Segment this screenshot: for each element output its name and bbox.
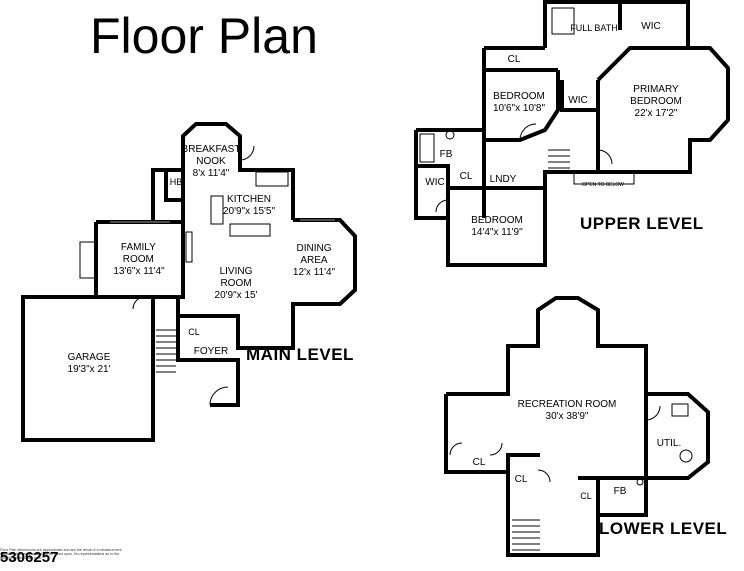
room-name: FB <box>439 149 453 160</box>
room-closet-small-lower: CL <box>580 490 592 502</box>
open-to-below-label: OPEN TO BELOW <box>582 179 624 191</box>
room-laundry: LNDY <box>490 174 517 186</box>
room-size: 22'x 17'2" <box>634 108 678 119</box>
room-closet-mid: CL <box>515 474 528 486</box>
room-size: 30'x 38'9" <box>545 411 589 422</box>
room-name: FAMILY ROOM <box>120 242 156 265</box>
lower-level-walls <box>444 296 710 557</box>
room-living-room: LIVING ROOM 20'9"x 15' <box>211 266 261 302</box>
room-wic-top: WIC <box>641 21 660 33</box>
room-closet-upper: CL <box>508 54 521 66</box>
room-wic-mid: WIC <box>568 95 587 107</box>
room-family-room: FAMILY ROOM 13'6"x 11'4" <box>113 242 164 278</box>
room-name: PRIMARY BEDROOM <box>630 84 682 107</box>
room-name: CL <box>514 474 528 485</box>
room-name: FB <box>613 486 627 497</box>
room-name: LNDY <box>489 174 517 185</box>
listing-id: 5306257 <box>0 549 59 566</box>
room-full-bath-left: FB <box>440 149 453 161</box>
room-name: CL <box>472 457 486 468</box>
room-name: DINING AREA <box>296 243 332 266</box>
room-utility: UTIL. <box>657 438 681 450</box>
room-wic-left: WIC <box>425 177 444 189</box>
room-full-bath: FULL BATH <box>570 22 618 34</box>
room-recreation-room: RECREATION ROOM 30'x 38'9" <box>518 399 617 423</box>
room-size: 14'4"x 11'9" <box>471 227 523 238</box>
room-closet-small: CL <box>460 171 473 183</box>
upper-level-label: UPPER LEVEL <box>580 214 704 233</box>
room-name: KITCHEN <box>227 194 271 205</box>
room-garage: GARAGE 19'3"x 21' <box>68 352 111 376</box>
room-size: 12'x 11'4" <box>292 267 336 278</box>
room-name: WIC <box>641 21 661 32</box>
lower-level-label: LOWER LEVEL <box>599 519 728 538</box>
room-name: CL <box>459 171 473 182</box>
room-name: WIC <box>425 177 445 188</box>
room-size: 19'3"x 21' <box>67 364 111 375</box>
room-size: 20'9"x 15'5" <box>222 206 276 217</box>
room-closet: CL <box>188 326 200 338</box>
main-level-walls <box>21 122 357 442</box>
room-size: 20'9"x 15' <box>214 290 258 301</box>
room-breakfast-nook: BREAKFAST NOOK 8'x 11'4" <box>181 144 241 180</box>
room-name: BEDROOM <box>471 215 523 226</box>
page-title: Floor Plan <box>90 8 318 64</box>
room-name: FULL BATH <box>570 23 618 33</box>
room-name: BREAKFAST NOOK <box>181 144 241 167</box>
room-bedroom-2: BEDROOM 14'4"x 11'9" <box>471 215 523 239</box>
room-name: LIVING ROOM <box>219 266 253 289</box>
room-bedroom-1: BEDROOM 10'6"x 10'8" <box>493 91 545 115</box>
room-name: WIC <box>568 95 588 106</box>
room-name: CL <box>580 491 592 501</box>
room-closet-left: CL <box>473 457 486 469</box>
room-primary-bedroom: PRIMARY BEDROOM 22'x 17'2" <box>626 84 686 120</box>
room-size: 10'6"x 10'8" <box>492 103 546 114</box>
room-name: CL <box>507 54 521 65</box>
room-size: 13'6"x 11'4" <box>113 266 165 277</box>
main-level-label: MAIN LEVEL <box>246 345 354 364</box>
room-name: CL <box>188 327 200 337</box>
room-name: RECREATION ROOM <box>517 399 617 410</box>
room-foyer: FOYER <box>194 346 228 358</box>
room-name: GARAGE <box>67 352 111 363</box>
room-name: BEDROOM <box>493 91 545 102</box>
room-full-bath-lower: FB <box>614 486 627 498</box>
room-name: OPEN TO BELOW <box>582 182 624 188</box>
room-dining-area: DINING AREA 12'x 11'4" <box>289 243 339 279</box>
disclaimer-text: Floor Plan dimensions are approximate an… <box>0 548 122 560</box>
room-name: FOYER <box>193 346 229 357</box>
upper-level-walls <box>414 0 730 267</box>
room-size: 8'x 11'4" <box>192 168 230 179</box>
room-name: UTIL. <box>656 438 682 449</box>
room-hb: HB <box>170 176 183 188</box>
room-kitchen: KITCHEN 20'9"x 15'5" <box>223 194 275 218</box>
room-name: HB <box>169 177 183 187</box>
